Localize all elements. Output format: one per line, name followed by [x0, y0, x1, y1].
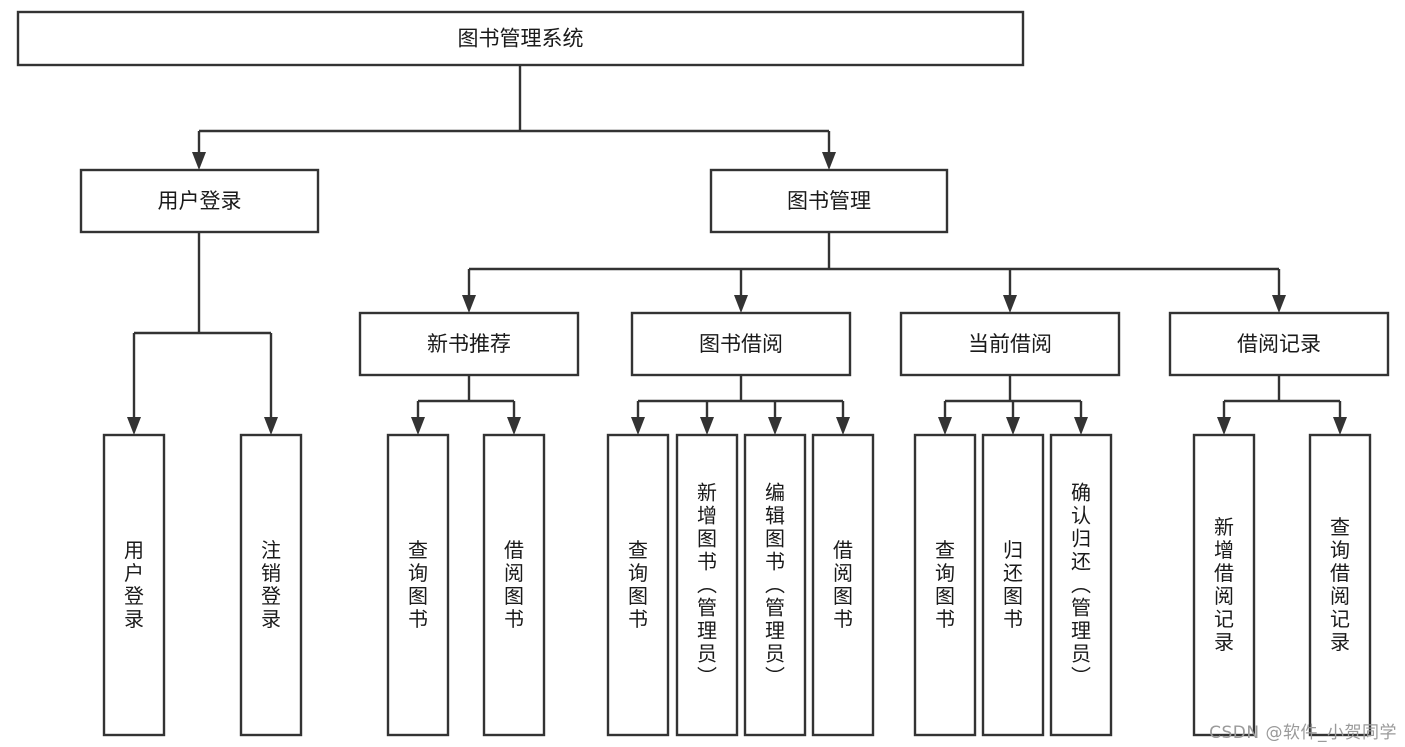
- node-leaf-add-book[interactable]: 新增图书︵管理员︶: [675, 433, 739, 737]
- node-label-new-book-recommend: 新书推荐: [427, 332, 511, 356]
- arrow-head-icon: [700, 417, 714, 435]
- node-label-leaf-query-book-2: 查询图书: [628, 538, 648, 631]
- node-box-leaf-add-book: [675, 433, 739, 737]
- arrow-head-icon: [507, 417, 521, 435]
- node-leaf-return-book[interactable]: 归还图书: [981, 433, 1045, 737]
- arrow-head-icon: [127, 417, 141, 435]
- node-leaf-query-book-1[interactable]: 查询图书: [386, 433, 450, 737]
- node-leaf-user-login[interactable]: 用户登录: [102, 433, 166, 737]
- node-box-leaf-query-record: [1308, 433, 1372, 737]
- arrow-head-icon: [1217, 417, 1231, 435]
- node-box-new-book-recommend: [358, 311, 580, 377]
- node-current-borrow[interactable]: 当前借阅: [899, 311, 1121, 377]
- node-box-current-borrow: [899, 311, 1121, 377]
- nodes-layer: 图书管理系统用户登录图书管理新书推荐图书借阅当前借阅借阅记录用户登录注销登录查询…: [16, 10, 1390, 737]
- node-leaf-logout[interactable]: 注销登录: [239, 433, 303, 737]
- arrow-head-icon: [411, 417, 425, 435]
- node-box-user-login: [79, 168, 320, 234]
- node-label-leaf-confirm-return: 确认归还︵管理员︶: [1071, 480, 1091, 688]
- arrow-head-icon: [1074, 417, 1088, 435]
- node-borrow-record[interactable]: 借阅记录: [1168, 311, 1390, 377]
- node-label-user-login: 用户登录: [158, 189, 242, 213]
- node-label-leaf-query-record: 查询借阅记录: [1330, 515, 1350, 654]
- node-label-current-borrow: 当前借阅: [968, 332, 1052, 356]
- node-new-book-recommend[interactable]: 新书推荐: [358, 311, 580, 377]
- arrow-head-icon: [1333, 417, 1347, 435]
- connector-book-borrow-to-leaves: [636, 375, 845, 418]
- connector-current-borrow-to-leaves: [943, 375, 1083, 418]
- node-user-login[interactable]: 用户登录: [79, 168, 320, 234]
- node-label-leaf-query-book-1: 查询图书: [408, 538, 428, 631]
- node-leaf-add-record[interactable]: 新增借阅记录: [1192, 433, 1256, 737]
- node-box-leaf-edit-book: [743, 433, 807, 737]
- arrow-head-icon: [734, 295, 748, 313]
- arrow-head-icon: [768, 417, 782, 435]
- connector-borrow-record-to-leaves: [1222, 375, 1342, 418]
- arrow-head-icon: [1003, 295, 1017, 313]
- node-leaf-query-record[interactable]: 查询借阅记录: [1308, 433, 1372, 737]
- node-box-borrow-record: [1168, 311, 1390, 377]
- arrow-head-icon: [1006, 417, 1020, 435]
- node-label-leaf-add-book: 新增图书︵管理员︶: [697, 480, 717, 688]
- node-leaf-confirm-return[interactable]: 确认归还︵管理员︶: [1049, 433, 1113, 737]
- node-box-leaf-query-book-2: [606, 433, 670, 737]
- node-label-leaf-user-login: 用户登录: [124, 538, 144, 631]
- node-box-book-borrow: [630, 311, 852, 377]
- node-label-root: 图书管理系统: [458, 27, 584, 51]
- node-book-management[interactable]: 图书管理: [709, 168, 949, 234]
- arrow-head-icon: [264, 417, 278, 435]
- node-label-leaf-return-book: 归还图书: [1003, 538, 1023, 631]
- arrow-head-icon: [822, 152, 836, 170]
- node-label-leaf-add-record: 新增借阅记录: [1214, 515, 1234, 654]
- connector-root-to-level1: [197, 65, 831, 153]
- node-box-leaf-query-book-3: [913, 433, 977, 737]
- node-label-leaf-query-book-3: 查询图书: [935, 538, 955, 631]
- node-leaf-query-book-2[interactable]: 查询图书: [606, 433, 670, 737]
- node-box-leaf-add-record: [1192, 433, 1256, 737]
- connectors-layer: [127, 65, 1347, 435]
- connector-new-book-recommend-to-leaves: [416, 375, 516, 418]
- node-leaf-borrow-book-2[interactable]: 借阅图书: [811, 433, 875, 737]
- node-leaf-borrow-book-1[interactable]: 借阅图书: [482, 433, 546, 737]
- node-box-leaf-logout: [239, 433, 303, 737]
- node-box-book-management: [709, 168, 949, 234]
- node-leaf-query-book-3[interactable]: 查询图书: [913, 433, 977, 737]
- node-label-leaf-edit-book: 编辑图书︵管理员︶: [765, 480, 785, 688]
- node-label-leaf-logout: 注销登录: [261, 538, 281, 631]
- node-box-leaf-borrow-book-1: [482, 433, 546, 737]
- node-box-leaf-borrow-book-2: [811, 433, 875, 737]
- arrow-head-icon: [192, 152, 206, 170]
- node-leaf-edit-book[interactable]: 编辑图书︵管理员︶: [743, 433, 807, 737]
- node-root[interactable]: 图书管理系统: [16, 10, 1025, 67]
- arrow-head-icon: [1272, 295, 1286, 313]
- arrow-head-icon: [631, 417, 645, 435]
- node-box-root: [16, 10, 1025, 67]
- node-book-borrow[interactable]: 图书借阅: [630, 311, 852, 377]
- connector-bookmgmt-to-level2: [467, 232, 1281, 296]
- node-box-leaf-user-login: [102, 433, 166, 737]
- arrow-head-icon: [836, 417, 850, 435]
- node-label-leaf-borrow-book-1: 借阅图书: [504, 538, 524, 631]
- node-box-leaf-query-book-1: [386, 433, 450, 737]
- connector-user-login-to-leaves: [132, 232, 273, 418]
- node-box-leaf-return-book: [981, 433, 1045, 737]
- arrow-head-icon: [938, 417, 952, 435]
- node-box-leaf-confirm-return: [1049, 433, 1113, 737]
- node-label-leaf-borrow-book-2: 借阅图书: [833, 538, 853, 631]
- node-label-borrow-record: 借阅记录: [1237, 332, 1321, 356]
- node-label-book-borrow: 图书借阅: [699, 332, 783, 356]
- node-label-book-management: 图书管理: [787, 189, 871, 213]
- arrow-head-icon: [462, 295, 476, 313]
